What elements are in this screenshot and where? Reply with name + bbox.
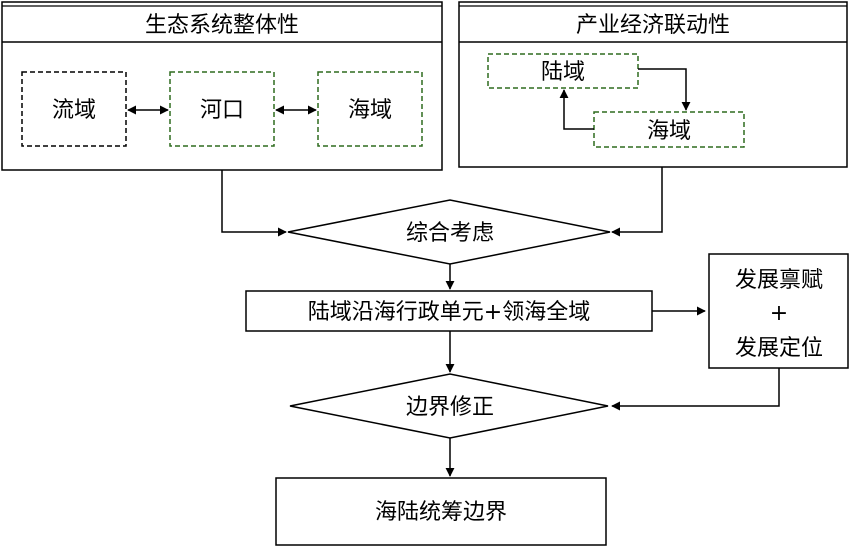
endowment-plus: + xyxy=(770,301,788,326)
ecology-panel: 生态系统整体性 流域 河口 海域 xyxy=(1,1,443,171)
revise-label: 边界修正 xyxy=(406,395,494,420)
land-node-label: 陆域 xyxy=(541,60,585,85)
estuary-node-box xyxy=(169,71,275,147)
endowment-line2: 发展定位 xyxy=(735,336,823,361)
endowment-box xyxy=(708,253,849,369)
sea-to-land-arrow xyxy=(559,89,594,130)
endowment-to-revise-connector xyxy=(611,368,780,411)
land-to-sea-arrow xyxy=(638,68,691,111)
result-box xyxy=(275,477,607,546)
basin-node-box xyxy=(21,71,127,147)
ecology-panel-title: 生态系统整体性 xyxy=(145,13,299,38)
result-label: 海陆统筹边界 xyxy=(375,500,507,525)
industry-to-consider-connector xyxy=(611,167,663,237)
consider-label: 综合考虑 xyxy=(406,221,494,246)
sea-area-node-label: 海域 xyxy=(647,119,691,144)
estuary-node-label: 河口 xyxy=(200,98,244,123)
endowment-line1: 发展禀赋 xyxy=(735,268,823,293)
revise-diamond xyxy=(289,373,609,439)
unit-box xyxy=(245,290,653,332)
consider-diamond xyxy=(287,199,611,265)
industry-panel: 产业经济联动性 陆域 海域 xyxy=(458,1,848,168)
land-node-box xyxy=(487,53,639,89)
ecology-to-consider-connector xyxy=(221,170,287,237)
industry-panel-title: 产业经济联动性 xyxy=(576,13,730,38)
unit-label: 陆域沿海行政单元+领海全域 xyxy=(308,300,590,325)
sea-node-box xyxy=(317,71,423,147)
basin-node-label: 流域 xyxy=(52,98,96,123)
sea-node-label: 海域 xyxy=(348,98,392,123)
